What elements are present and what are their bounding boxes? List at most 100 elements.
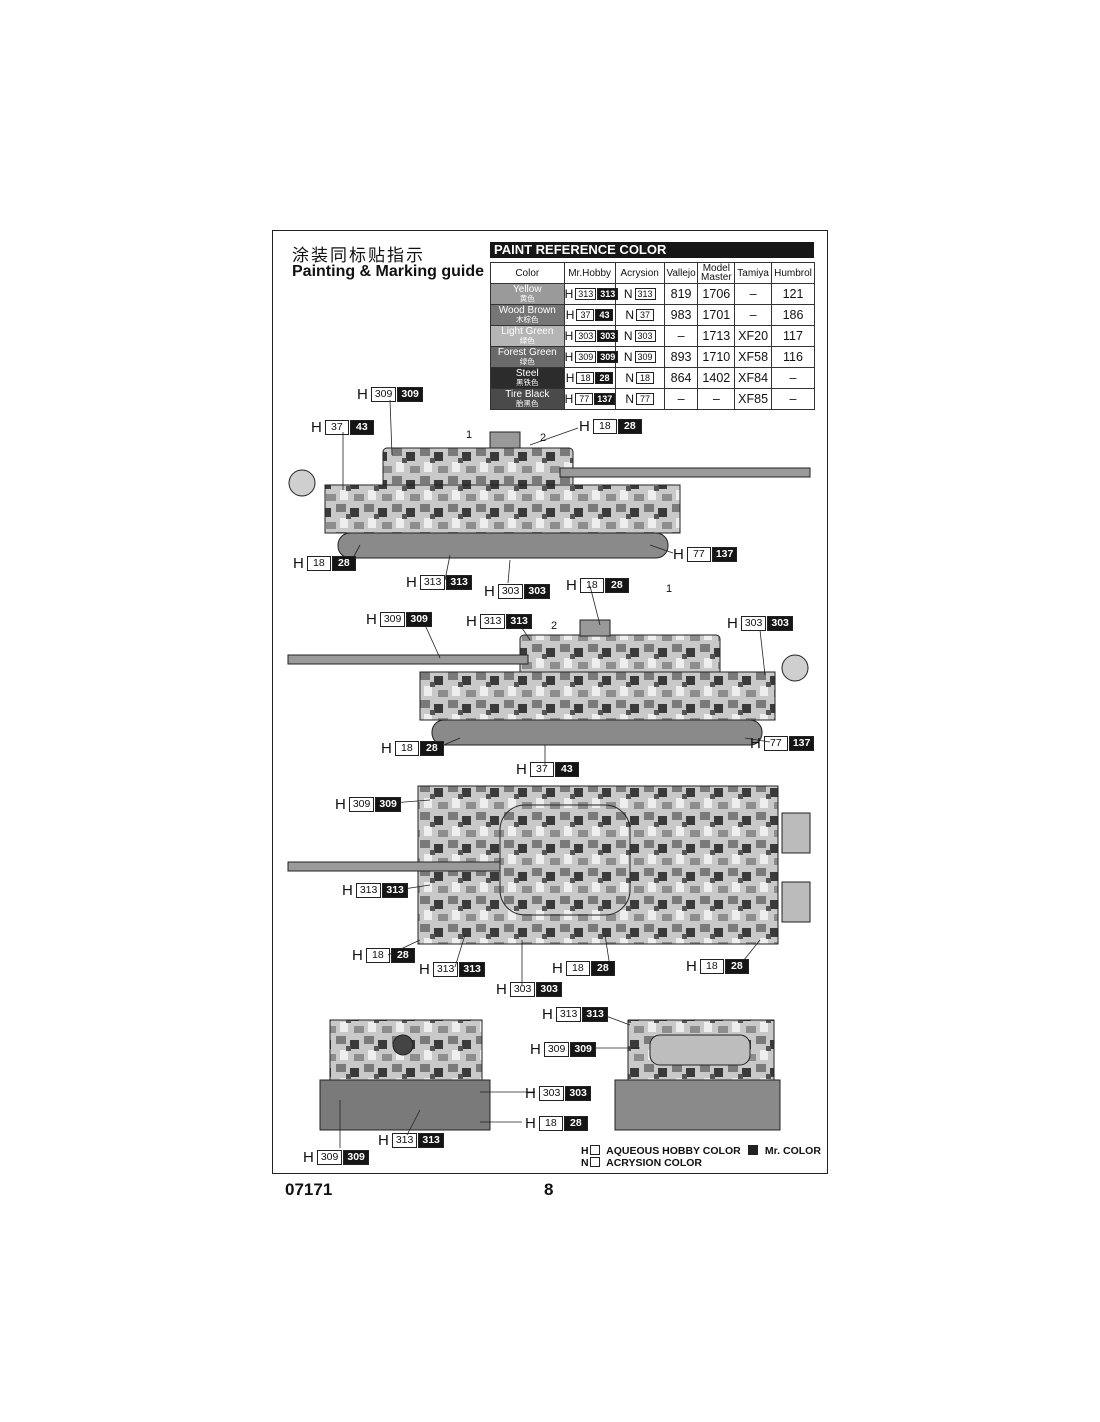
callout-h-letter: H xyxy=(357,385,368,403)
guide-frame xyxy=(272,230,828,1174)
callout-mr-color-code: 309 xyxy=(397,386,423,402)
vallejo-cell: – xyxy=(663,388,699,410)
h-letter: H xyxy=(565,371,575,385)
h-letter: H xyxy=(564,350,574,364)
callout-h-letter: H xyxy=(579,417,590,435)
callout-h-letter: H xyxy=(686,957,697,975)
color-name: Tire Black xyxy=(505,389,550,400)
callout-aqueous-code: 37 xyxy=(529,761,554,777)
humbrol-cell: – xyxy=(771,388,815,410)
mr-hobby-cell: H 18 28 xyxy=(563,367,616,389)
aqueous-code: 37 xyxy=(576,309,595,321)
callout-mr-color-code: 43 xyxy=(554,761,579,777)
callout-mr-color-code: 28 xyxy=(590,960,615,976)
callout-aqueous-code: 37 xyxy=(324,419,349,435)
aqueous-code: 77 xyxy=(575,393,594,405)
product-code: 07171 xyxy=(285,1180,333,1199)
callout-mr-color-code: 28 xyxy=(419,740,444,756)
acrysion-cell: N 77 xyxy=(614,388,665,410)
aqueous-code: 303 xyxy=(575,330,597,342)
color-name-cn: 木棕色 xyxy=(516,315,539,324)
n-letter: N xyxy=(623,329,633,343)
callout-h-letter: H xyxy=(352,946,363,964)
tank-side-view-right xyxy=(288,431,811,559)
legend-aqueous: H AQUEOUS HOBBY COLOR xyxy=(581,1144,741,1157)
callout-aqueous-code: 313 xyxy=(355,882,382,898)
color-name: Forest Green xyxy=(497,347,557,358)
legend-n-letter: N xyxy=(581,1157,589,1169)
callout-aqueous-code: 313 xyxy=(419,574,446,590)
callout-aqueous-code: 18 xyxy=(565,960,590,976)
callout-h-letter: H xyxy=(335,795,346,813)
callout-aqueous-code: 313 xyxy=(555,1006,582,1022)
title-chinese: 涂装同标贴指示 xyxy=(292,246,425,266)
aqueous-code: 18 xyxy=(576,372,595,384)
mr-color-code: 303 xyxy=(597,330,619,342)
paint-table-header: Color Mr.Hobby Acrysion Vallejo Model Ma… xyxy=(490,262,815,284)
acrysion-cell: N 313 xyxy=(614,283,665,305)
color-name-cn: 黄色 xyxy=(519,294,535,303)
callout-aqueous-code: 18 xyxy=(365,947,390,963)
legend-dark-box-icon xyxy=(748,1145,758,1155)
color-swatch-cell: Light Green 绿色 xyxy=(490,325,565,347)
callout-aqueous-code: 18 xyxy=(538,1115,563,1131)
table-row: Steel 黑铁色 H 18 28 N 18 864 1402 XF84 – xyxy=(490,367,815,389)
aqueous-code: 309 xyxy=(575,351,597,363)
callout-h-letter: H xyxy=(311,418,322,436)
color-name: Yellow xyxy=(513,284,542,295)
callout-h-letter: H xyxy=(552,959,563,977)
callout-aqueous-code: 309 xyxy=(316,1149,343,1165)
mr-color-code: 313 xyxy=(597,288,619,300)
acrysion-code: 77 xyxy=(636,393,655,405)
callout-aqueous-code: 18 xyxy=(592,418,617,434)
callout-aqueous-code: 77 xyxy=(763,735,788,751)
vallejo-cell: 893 xyxy=(663,346,699,368)
color-name-cn: 绿色 xyxy=(519,336,535,345)
callout-mr-color-code: 28 xyxy=(390,947,415,963)
callout-h-letter: H xyxy=(366,610,377,628)
mr-hobby-cell: H 303 303 xyxy=(563,325,619,347)
model-master-cell: 1706 xyxy=(697,283,736,305)
callout-aqueous-code: 303 xyxy=(740,615,767,631)
legend-box-icon xyxy=(589,1157,600,1167)
callout-aqueous-code: 303 xyxy=(497,583,524,599)
callout-h-letter: H xyxy=(566,576,577,594)
model-master-cell: 1402 xyxy=(697,367,736,389)
n-letter: N xyxy=(623,350,633,364)
tamiya-cell: XF85 xyxy=(734,388,772,410)
callout-mr-color-code: 309 xyxy=(406,611,432,627)
callout-mr-color-code: 303 xyxy=(767,615,793,631)
table-row: Tire Black 胎黑色 H 77 137 N 77 – – XF85 – xyxy=(490,388,815,410)
callout-h-letter: H xyxy=(496,980,507,998)
callout-h-letter: H xyxy=(419,960,430,978)
callout-h-letter: H xyxy=(673,545,684,563)
h-letter: H xyxy=(564,392,574,406)
callout-mr-color-code: 28 xyxy=(724,958,749,974)
column-header: Humbrol xyxy=(771,262,815,284)
marker-1: 1 xyxy=(466,429,473,441)
color-name-cn: 胎黑色 xyxy=(516,399,539,408)
n-letter: N xyxy=(625,392,635,406)
callout-h-letter: H xyxy=(542,1005,553,1023)
paint-reference-table: Color Mr.Hobby Acrysion Vallejo Model Ma… xyxy=(490,262,815,410)
acrysion-code: 313 xyxy=(634,288,656,300)
callout-aqueous-code: 303 xyxy=(538,1085,565,1101)
acrysion-code: 303 xyxy=(634,330,656,342)
callout-mr-color-code: 43 xyxy=(349,419,374,435)
tamiya-cell: XF20 xyxy=(734,325,772,347)
